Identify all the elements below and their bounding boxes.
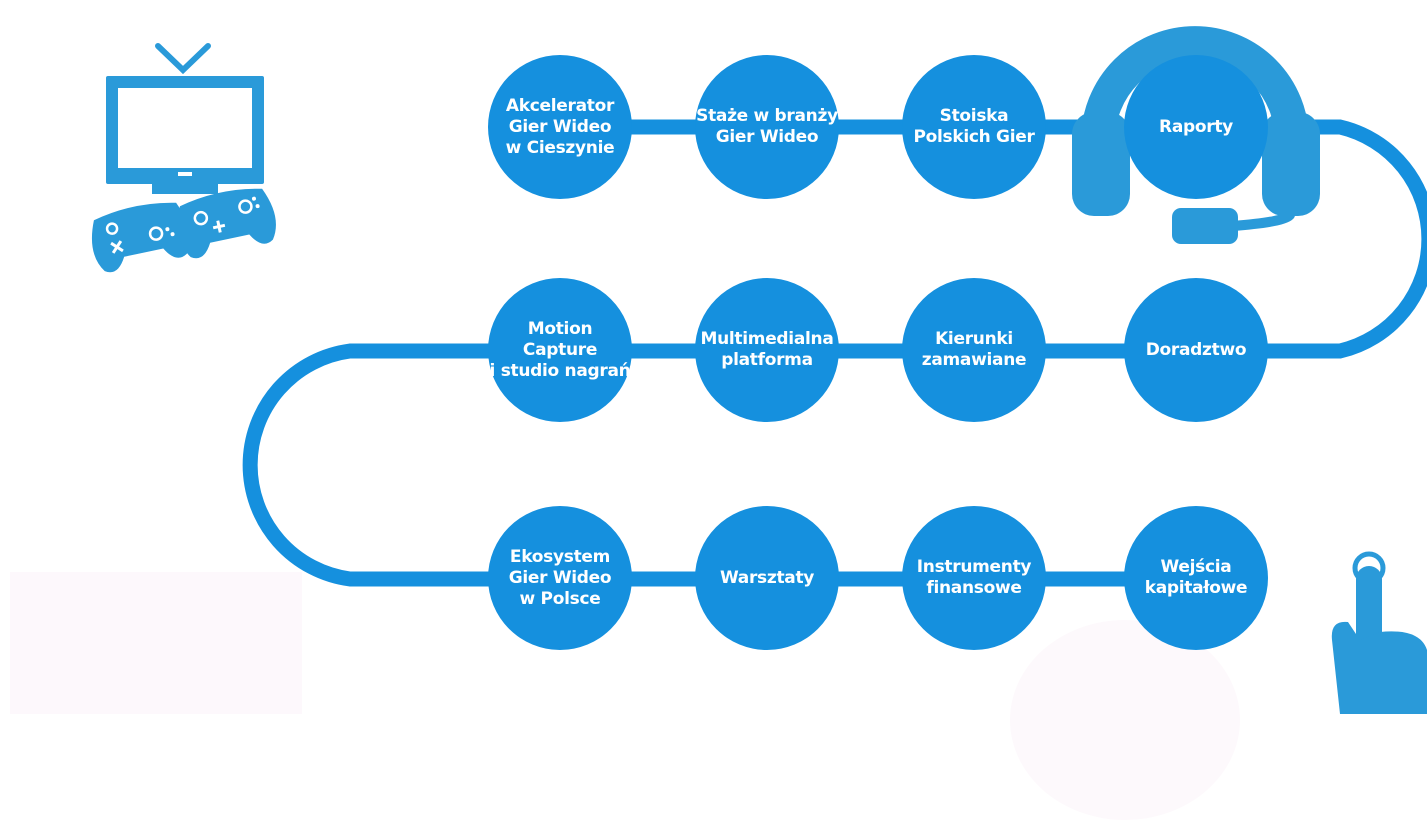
node-akcelerator[interactable]: Akcelerator Gier Wideo w Cieszynie <box>488 55 632 199</box>
connector-path <box>242 119 1427 587</box>
node-label: Staże w branży Gier Wideo <box>696 106 838 147</box>
node-kierunki[interactable]: Kierunki zamawiane <box>902 278 1046 422</box>
node-label: Multimedialna platforma <box>700 329 834 370</box>
node-label: Akcelerator Gier Wideo w Cieszynie <box>505 95 615 158</box>
node-label: Ekosystem Gier Wideo w Polsce <box>508 546 612 609</box>
node-label: Wejścia kapitałowe <box>1144 557 1248 598</box>
node-warsztaty[interactable]: Warsztaty <box>695 506 839 650</box>
node-wejscia[interactable]: Wejścia kapitałowe <box>1124 506 1268 650</box>
node-label: Doradztwo <box>1145 339 1247 360</box>
node-label: Raporty <box>1159 116 1233 137</box>
node-label: Instrumenty finansowe <box>916 557 1032 598</box>
node-instrumenty[interactable]: Instrumenty finansowe <box>902 506 1046 650</box>
node-label: Stoiska Polskich Gier <box>913 106 1035 147</box>
node-label: Warsztaty <box>719 567 815 588</box>
node-raporty[interactable]: Raporty <box>1124 55 1268 199</box>
node-label: Kierunki zamawiane <box>921 329 1027 370</box>
path-diagram <box>91 26 1427 714</box>
pointing-hand-icon <box>1331 551 1427 714</box>
tv-gamepad-icon <box>91 43 276 273</box>
node-doradztwo[interactable]: Doradztwo <box>1124 278 1268 422</box>
node-motion-capture[interactable]: Motion Capture i studio nagrań <box>488 278 632 422</box>
node-stoiska[interactable]: Stoiska Polskich Gier <box>902 55 1046 199</box>
node-staze[interactable]: Staże w branży Gier Wideo <box>695 55 839 199</box>
node-label: Motion Capture i studio nagrań <box>489 318 631 381</box>
headset-icon <box>1072 26 1320 244</box>
background-panel <box>10 572 302 714</box>
node-ekosystem[interactable]: Ekosystem Gier Wideo w Polsce <box>488 506 632 650</box>
node-multimedialna[interactable]: Multimedialna platforma <box>695 278 839 422</box>
